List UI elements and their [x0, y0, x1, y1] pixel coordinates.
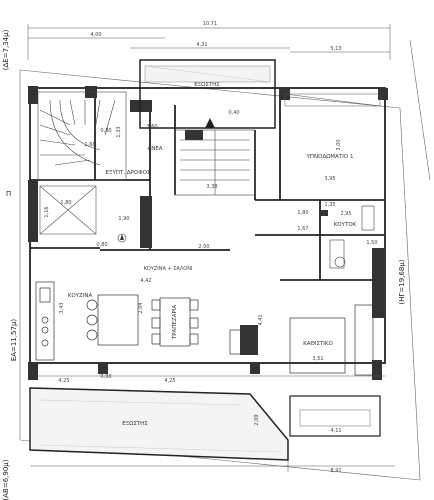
room-balcony-bottom: ΕΞΩΣΤΗΣ: [122, 421, 148, 427]
dim-total-r: 4,41: [258, 314, 264, 325]
dim-wc-w: 2,95: [340, 211, 351, 217]
walls: [29, 87, 386, 364]
wc-fixtures: [329, 205, 375, 269]
living-furniture: [229, 304, 374, 376]
dim-balc-h: 2,09: [254, 414, 260, 425]
side-label-left-top: (ΔΕ=7,34μ): [2, 29, 10, 70]
dim-small-d: 1,67: [297, 226, 308, 232]
dim-bottom-right: 4,11: [330, 428, 341, 434]
dim-kitchen-h: 3,43: [59, 302, 65, 313]
dim-a1: 0,80: [100, 128, 111, 134]
room-kitchen: ΚΟΥΖΙΝΑ: [68, 293, 93, 299]
dim-wc-h: 1,35: [324, 202, 335, 208]
room-bedroom: ΥΠΝΟΔΩΜΑΤΙΟ 1: [306, 154, 354, 160]
dim-b1: 0,80: [96, 242, 107, 248]
dim-bedroom-w: 3,95: [324, 176, 335, 182]
dim-bottom-mid: 0,90: [100, 374, 111, 380]
dim-top-left: 4,00: [90, 32, 101, 38]
dim-dining-w: 2,04: [138, 302, 144, 313]
bottom-dimension-lines: [30, 375, 395, 472]
side-label-left-mid: ΕΑ=11,57μ): [10, 319, 18, 362]
stair-center: [174, 129, 256, 196]
dim-top-right: 5,13: [330, 46, 341, 52]
dim-small-w: 1,50: [366, 240, 377, 246]
balcony-top: [139, 59, 276, 129]
dim-a2: 1,66: [84, 142, 95, 148]
room-kitchen-area: ΚΟΥΖΙΝΑ + ΣΑΛΟΝΙ: [144, 266, 193, 272]
dim-hall-w: 1,90: [118, 216, 129, 222]
room-roof-access: ΕΞΥΠΤ. ΔΡΟΦΟΣ: [106, 170, 151, 176]
dim-bottom-tot: 8,91: [330, 468, 341, 474]
side-label-small: Π: [6, 190, 11, 198]
room-balcony-top: ΕΞΩΣΤΗΣ: [194, 82, 220, 88]
dim-room-h1: 1,80: [60, 200, 71, 206]
dim-living-area: 3,51: [312, 356, 323, 362]
side-label-left-bottom: (ΑΒ=6,90μ): [2, 459, 10, 500]
stair-direction-icon: [205, 118, 215, 128]
room-living: ΚΑΘΙΣΤΙΚΟ: [303, 341, 333, 347]
dim-bedroom-h: 3,00: [336, 139, 342, 150]
dim-mid-dim: 0,40: [228, 110, 239, 116]
dim-top-mid: 4,31: [196, 42, 207, 48]
top-dimension-lines: [27, 24, 391, 60]
dim-small-c: 1,80: [297, 210, 308, 216]
dim-anea-w: 3,60: [146, 124, 157, 130]
balcony-bottom: [29, 387, 381, 461]
columns: [28, 86, 388, 380]
dim-anea-h: 1,33: [116, 126, 122, 137]
side-label-right-mid: (ΗΓ=19,68μ): [398, 259, 406, 304]
room-anea: ΑΝΕΑ: [147, 146, 162, 152]
stair-left: [37, 91, 127, 181]
dim-stairs-w: 3,38: [206, 184, 217, 190]
dim-bottom-r: 4,25: [164, 378, 175, 384]
wardrobe: [284, 93, 381, 107]
dim-mid-h: 2,00: [198, 244, 209, 250]
dining-set: [86, 294, 199, 347]
room-dining: ΤΡΑΠΕΖΑΡΙΑ: [172, 305, 178, 341]
entry-shaft: [39, 185, 97, 235]
dim-top-total: 10,71: [203, 21, 217, 27]
compass-icon: [117, 233, 127, 243]
room-wc: ΚΟΥΤΟΚ: [334, 222, 357, 228]
dim-span-442: 4,42: [140, 278, 151, 284]
kitchen-counter: [35, 281, 55, 361]
dim-room-h2: 1,16: [44, 206, 50, 217]
dim-bottom-l: 4,25: [58, 378, 69, 384]
